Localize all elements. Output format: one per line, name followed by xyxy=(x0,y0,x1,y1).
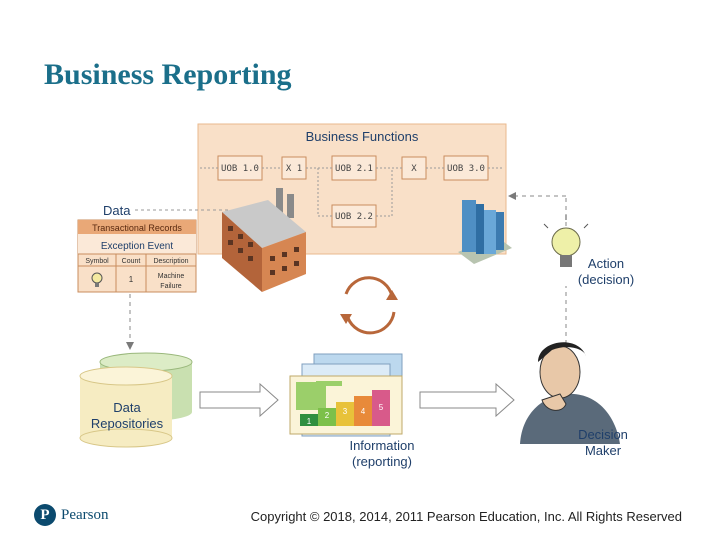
repositories-label-1: Data xyxy=(113,400,141,415)
pearson-logo: P Pearson xyxy=(34,504,109,526)
lightbulb-symbol-icon xyxy=(91,272,103,287)
repositories-label-2: Repositories xyxy=(91,416,164,431)
records-header: Transactional Records xyxy=(92,223,182,233)
uob-2-1-label: UOB 2.1 xyxy=(335,164,373,174)
transactional-records-card: Transactional Records Exception Event Sy… xyxy=(77,219,197,293)
row-desc-1: Machine xyxy=(158,273,185,280)
col-count: Count xyxy=(122,258,141,265)
uob-1-0-box xyxy=(217,155,263,181)
uob-1-0-label: UOB 1.0 xyxy=(221,164,259,174)
col-symbol: Symbol xyxy=(85,258,109,265)
slide-title: Business Reporting xyxy=(44,58,292,91)
data-label: Data xyxy=(103,203,131,218)
arrow-repositories-to-information xyxy=(199,382,279,418)
exception-event-header: Exception Event xyxy=(101,241,173,252)
report-bar-number-2: 2 xyxy=(325,411,330,420)
gate-x-label: X xyxy=(411,164,417,174)
process-flow-lines xyxy=(200,167,504,217)
decision-maker-label-2: Maker xyxy=(585,443,622,458)
cycle-arrowhead-1 xyxy=(386,290,398,300)
data-repositories-icon xyxy=(79,352,193,448)
uob-2-2-label: UOB 2.2 xyxy=(335,212,373,222)
report-bar-chart: 1 2 3 4 5 xyxy=(300,390,390,426)
uob-3-0-box xyxy=(443,155,489,181)
report-bar-number-3: 3 xyxy=(343,407,348,416)
report-bar-number-5: 5 xyxy=(379,403,384,412)
pearson-wordmark: Pearson xyxy=(61,506,109,523)
action-label-1: Action xyxy=(588,256,624,271)
cycle-arrows-icon xyxy=(344,276,396,335)
information-label-2: (reporting) xyxy=(352,454,412,469)
pearson-mark-icon: P xyxy=(34,504,56,526)
information-label-1: Information xyxy=(349,438,414,453)
decision-maker-label-1: Decision xyxy=(578,427,628,442)
decision-maker-icon xyxy=(520,342,620,444)
report-bar-number-4: 4 xyxy=(361,407,366,416)
business-functions-title: Business Functions xyxy=(306,129,419,144)
arrow-information-to-decision-maker xyxy=(419,382,515,418)
report-bar-number-1: 1 xyxy=(307,417,312,426)
uob-3-0-label: UOB 3.0 xyxy=(447,164,485,174)
row-count: 1 xyxy=(129,275,134,284)
row-desc-2: Failure xyxy=(160,283,182,290)
copyright-text: Copyright © 2018, 2014, 2011 Pearson Edu… xyxy=(250,509,682,524)
cycle-arrowhead-2 xyxy=(340,314,352,324)
feedback-loop-lines xyxy=(508,192,567,344)
col-description: Description xyxy=(153,258,188,265)
office-buildings-icon xyxy=(458,200,512,264)
action-label-2: (decision) xyxy=(578,272,634,287)
gate-x1-label: X 1 xyxy=(286,164,302,174)
factory-icon xyxy=(222,188,306,292)
lightbulb-action-icon xyxy=(543,215,589,267)
